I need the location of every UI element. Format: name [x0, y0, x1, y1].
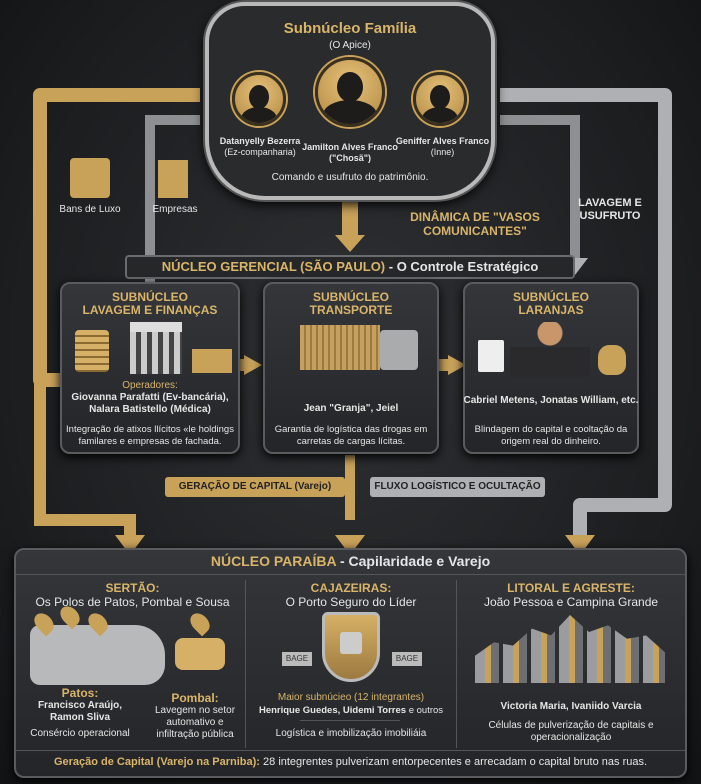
truck-cab-icon: [380, 330, 418, 370]
panel-title: SUBNÚCLEO: [111, 290, 188, 304]
member-role: (Ez-companharia): [224, 147, 296, 157]
pombal-map-icon: [175, 638, 225, 670]
avatar-geniffer: [413, 72, 467, 126]
familia-title: Subnúcleo Família: [283, 20, 417, 37]
divider: [16, 750, 685, 751]
avatar-jamilton: [315, 57, 385, 127]
panel-desc: Integração de atixos llícitos «le holdin…: [66, 424, 234, 447]
litoral-people: Victoria Maria, Ivaniido Varcia: [500, 701, 642, 712]
sertao-title: SERTÃO:: [105, 581, 160, 595]
member-role: (Inne): [430, 147, 455, 157]
patos-people: Francisco Araújo, Ramon Sliva: [37, 700, 123, 723]
panel-desc: Blindagem do capital e cooltação da orig…: [474, 424, 628, 447]
sertao-subtitle: Os Polos de Patos, Pombal e Sousa: [35, 595, 230, 609]
familia-subtitle: (O Apice): [329, 40, 371, 51]
grey-loop-arrow: [500, 88, 672, 545]
arrow-head-right: [565, 535, 595, 555]
cajazeiras-count: Maior subnúcieo (12 integrantes): [277, 692, 425, 703]
paraiba-footer: Geração de Capital (Varejo na Parniba): …: [53, 756, 648, 768]
base-box-right: BAGE: [392, 652, 422, 666]
operators-label: Operadores:: [122, 380, 178, 391]
panel-people: Jean "Granja", Jeiel: [303, 403, 399, 414]
paraiba-title: NÚCLEO PARAÍBA - Capilaridade e Varejo: [210, 553, 491, 569]
bens-label: Bans de Luxo: [59, 204, 121, 215]
litoral-title: LITORAL E AGRESTE:: [507, 581, 635, 595]
bank-icon: [130, 322, 182, 374]
coins-icon: [75, 330, 109, 372]
panel-title: SUBNÚCLEO: [312, 290, 389, 304]
arrow-head-center: [335, 535, 365, 555]
patos-label: Patos:: [61, 686, 99, 700]
cajazeiras-subtitle: O Porto Seguro do Líder: [285, 595, 417, 609]
buildings-icon: [158, 160, 188, 198]
arrow-transport: [244, 355, 262, 375]
divider: [16, 574, 685, 575]
member-role: ("Chosã"): [328, 153, 372, 163]
panel-people: Cabriel Metens, Jonatas William, etc.: [463, 395, 639, 406]
member-name: Datanyelly Bezerra: [219, 136, 301, 146]
avatar-datanyelly: [232, 72, 286, 126]
divider: [456, 580, 457, 748]
cajazeiras-people: Henrique Guedes, Uidemi Torres e outros: [258, 705, 444, 716]
grey-inner-left: [145, 115, 200, 290]
patos-desc: Consércio operacional: [30, 728, 130, 739]
document-icon: [478, 340, 504, 372]
lock-icon: [340, 632, 362, 654]
gerencial-title-rest: - O Controle Estratégico: [385, 259, 539, 274]
member-name: Jamilton Alves Franco: [302, 142, 398, 152]
panel-desc: Garantia de logística das drogas em carr…: [274, 424, 428, 447]
litoral-desc: Células de pulverização de capitais e op…: [488, 720, 654, 743]
paraiba-map-icon: [30, 625, 165, 685]
gerencial-banner: NÚCLEO GERENCIAL (SÃO PAULO) - O Control…: [125, 255, 575, 279]
cajazeiras-desc: Logística e imobilização imobiliáia: [275, 728, 427, 739]
arrow-head-left: [115, 535, 145, 555]
arrow-head-gerencial: [335, 235, 365, 252]
grey-inner-arrow: [500, 115, 580, 260]
base-box-left: BAGE: [282, 652, 312, 666]
panel-people: Giovanna Parafatti (Ev-bancária), Nalara…: [71, 392, 229, 415]
panel-title: SUBNÚCLEO: [512, 290, 589, 304]
people-suits-icon: [510, 322, 590, 377]
arrow-shaft-gerencial: [342, 200, 358, 236]
shield-lock-icon: [322, 612, 380, 682]
litoral-subtitle: João Pessoa e Campina Grande: [483, 595, 659, 609]
member-name: Geniffer Alves Franco: [395, 136, 490, 146]
divider: [245, 580, 246, 748]
empresas-label: Empresas: [152, 204, 198, 215]
truck-container-icon: [300, 325, 380, 370]
growth-chart-icon: [192, 325, 232, 373]
familia-caption: Comando e usufruto do patrimônio.: [271, 172, 429, 183]
divider: [300, 720, 400, 721]
pombal-desc: Lavegem no setor automativo e infiltraçã…: [154, 705, 236, 740]
gold-loop-arrow: [33, 88, 200, 387]
gold-flow-to-paraiba: [34, 380, 136, 545]
lavagem-usufruto-label: LAVAGEM E USUFRUTO: [578, 197, 642, 222]
shopping-bag-icon: [70, 158, 110, 198]
panel-title: LAVAGEM E FINANÇAS: [82, 303, 218, 317]
dinamica-label: DINÂMICA DE "VASOS COMUNICANTES": [410, 210, 540, 238]
panel-title: LARANJAS: [518, 303, 584, 317]
money-bag-icon: [598, 345, 626, 375]
flow-geracao-label: GERAÇÃO DE CAPITAL (Varejo): [165, 477, 345, 497]
flow-logistico-label: FLUXO LOGÍSTICO E OCULTAÇÃO: [370, 477, 545, 497]
gerencial-title-bold: NÚCLEO GERENCIAL (SÃO PAULO): [161, 259, 386, 274]
arrow-laranjas: [448, 355, 466, 375]
pombal-label: Pombal:: [171, 691, 219, 705]
panel-title: TRANSPORTE: [309, 303, 393, 317]
cajazeiras-title: CAJAZEIRAS:: [310, 581, 392, 595]
